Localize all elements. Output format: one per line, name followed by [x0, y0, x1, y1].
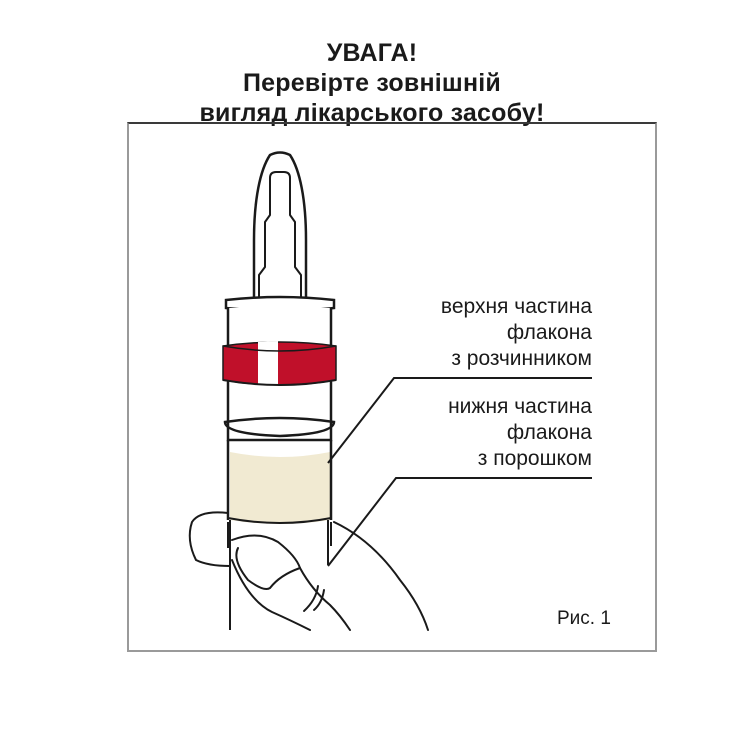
label-lower-line-2: флакона: [506, 421, 592, 444]
label-lower-line-3: з порошком: [477, 447, 592, 470]
vial-ring: [223, 416, 336, 438]
label-upper-line-2: флакона: [506, 321, 592, 344]
leader-lines: [327, 377, 592, 567]
label-upper-line-3: з розчинником: [451, 347, 592, 370]
label-upper-line-1: верхня частина: [440, 295, 592, 318]
label-lower-part: нижня частина флакона з порошком: [448, 394, 592, 472]
label-upper-part: верхня частина флакона з розчинником: [441, 294, 592, 372]
hand-icon: [188, 511, 429, 631]
title-line-1: УВАГА!: [326, 39, 418, 67]
figure-frame: [127, 122, 657, 652]
powder-section: [230, 452, 330, 524]
figure-caption: Рис. 1: [557, 608, 611, 629]
title-line-2: Перевірте зовнішній: [243, 69, 501, 97]
red-band-icon: [222, 341, 337, 386]
vial-cap-icon: [252, 151, 308, 304]
label-lower-line-1: нижня частина: [448, 395, 592, 418]
